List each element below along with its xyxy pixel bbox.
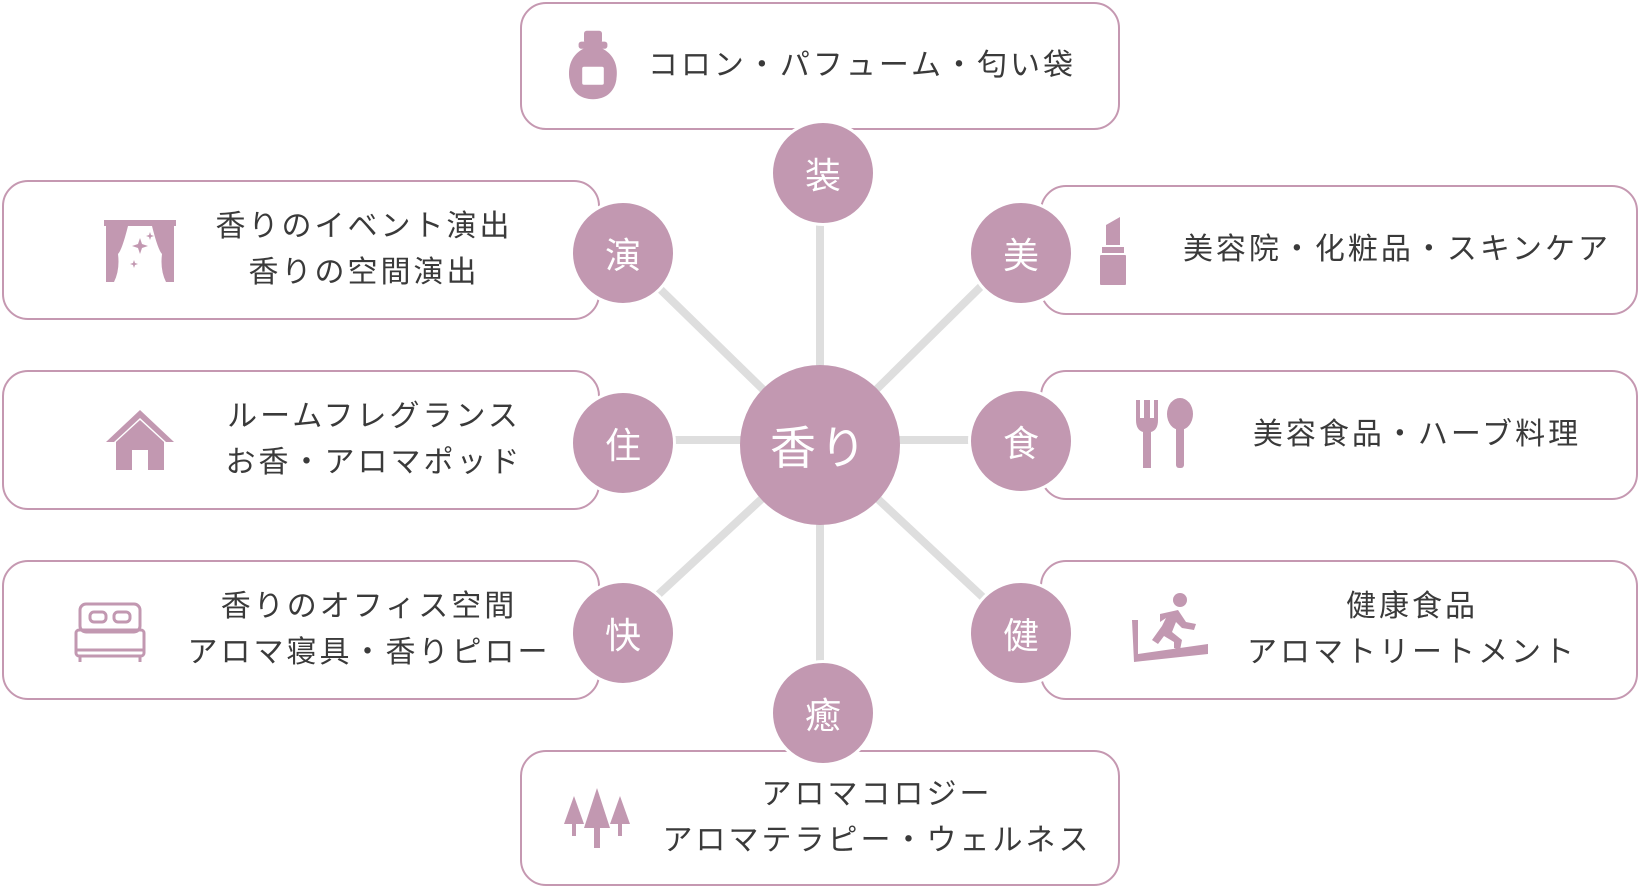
card-left-middle: ルームフレグランス お香・アロマポッド [2,370,600,510]
card-left-upper-line-2: 香りの空間演出 [248,255,480,290]
card-bottom-line-2: アロマテラピー・ウェルネス [662,823,1092,858]
card-right-lower-line-2: アロマトリートメント [1247,635,1577,670]
card-top: コロン・パフューム・匂い袋 [520,2,1120,130]
fork-spoon-icon [1136,398,1193,468]
stage-curtain-icon [104,220,176,282]
house-icon [106,410,174,470]
node-shoku: 食 [968,388,1074,494]
center-node: 香り [740,365,900,525]
perfume-bottle-icon [569,30,617,100]
card-right-lower: 健康食品 アロマトリートメント [1040,560,1638,700]
card-bottom: アロマコロジー アロマテラピー・ウェルネス [520,750,1120,886]
card-left-upper: 香りのイベント演出 香りの空間演出 [2,180,600,320]
node-bi: 美 [968,200,1074,306]
card-left-lower: 香りのオフィス空間 アロマ寝具・香りピロー [2,560,600,700]
treadmill-runner-icon [1132,593,1208,662]
node-ken: 健 [968,580,1074,686]
card-left-upper-line-1: 香りのイベント演出 [215,209,513,244]
card-left-middle-line-1: ルームフレグランス [227,399,521,434]
node-kai: 快 [570,580,676,686]
card-right-middle: 美容食品・ハーブ料理 [1040,370,1638,500]
card-top-line-1: コロン・パフューム・匂い袋 [647,48,1077,83]
card-left-lower-line-1: 香りのオフィス空間 [220,589,518,624]
card-right-middle-line-1: 美容食品・ハーブ料理 [1252,417,1582,452]
card-right-lower-line-1: 健康食品 [1346,589,1478,624]
bed-icon [74,602,146,662]
node-yu: 癒 [770,660,876,766]
card-left-lower-line-2: アロマ寝具・香りピロー [187,635,551,670]
lipstick-icon [1100,217,1126,285]
card-right-upper-line-1: 美容院・化粧品・スキンケア [1182,232,1612,267]
node-sou: 装 [770,120,876,226]
node-ju: 住 [570,390,676,496]
card-left-middle-line-2: お香・アロマポッド [225,445,523,480]
forest-trees-icon [564,788,630,848]
node-en: 演 [570,200,676,306]
card-bottom-line-1: アロマコロジー [761,777,993,812]
card-right-upper: 美容院・化粧品・スキンケア [1040,185,1638,315]
